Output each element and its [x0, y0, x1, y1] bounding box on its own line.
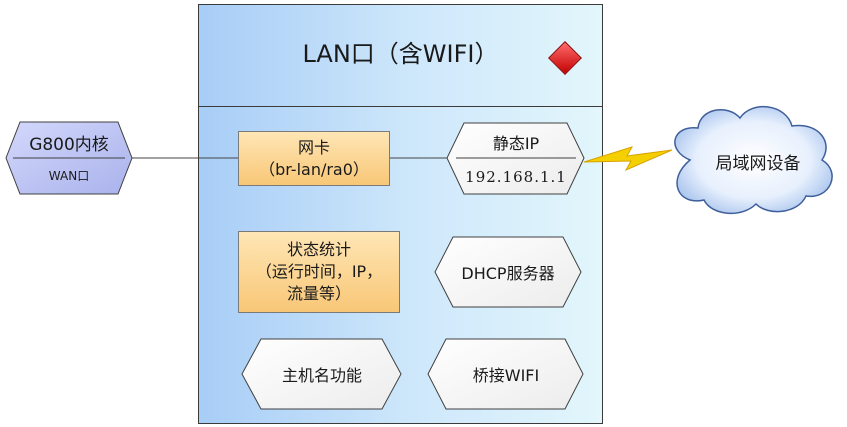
- dhcp-label: DHCP服务器: [461, 264, 555, 283]
- hostname-label: 主机名功能: [281, 366, 362, 385]
- nic-interface: （br-lan/ra0）: [259, 159, 369, 179]
- nic-box: 网卡 （br-lan/ra0）: [238, 131, 390, 186]
- kernel-title: G800内核: [29, 134, 109, 155]
- status-box: 状态统计 （运行时间，IP， 流量等）: [238, 231, 400, 313]
- status-title: 状态统计: [286, 240, 351, 259]
- lan-divider: [198, 106, 603, 107]
- bridge-wifi-label: 桥接WIFI: [472, 366, 540, 385]
- static-ip-value: 192.168.1.1: [465, 168, 567, 186]
- bridge-wifi-hexagon: [427, 338, 584, 410]
- lan-device-label: 局域网设备: [715, 153, 801, 174]
- dhcp-hexagon: [434, 236, 582, 308]
- nic-label: 网卡: [297, 137, 330, 157]
- wireless-link-icon: [583, 146, 673, 172]
- lan-device-cloud-shape: [674, 105, 833, 215]
- static-ip-title: 静态IP: [492, 134, 540, 153]
- lan-title: LAN口（含WIFI）: [302, 40, 499, 68]
- status-detail-1: （运行时间，IP，: [255, 262, 383, 281]
- status-detail-2: 流量等）: [286, 284, 351, 303]
- hostname-hexagon: [241, 338, 402, 410]
- kernel-subtitle: WAN口: [48, 168, 90, 183]
